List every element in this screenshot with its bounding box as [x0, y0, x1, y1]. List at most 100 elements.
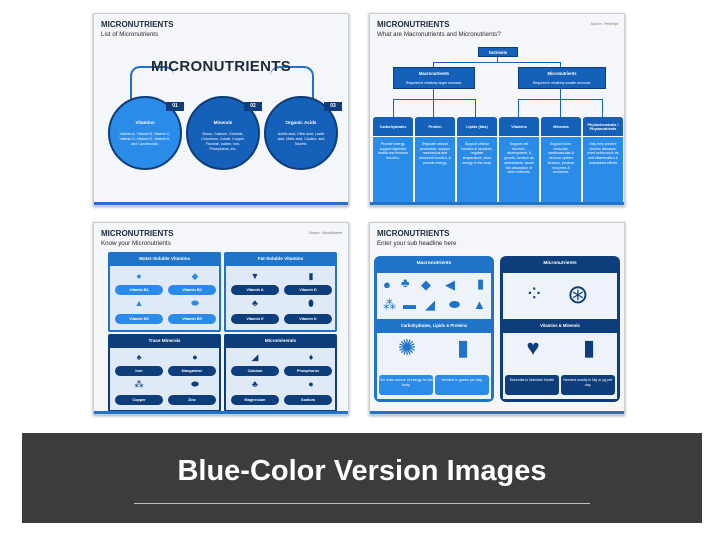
root-label: Nutrients	[488, 50, 508, 55]
panel-body: ◢ ♦ Calcium Phosphorus ♣ ● Magnesium Sod…	[226, 348, 335, 410]
vitamin-e-pill: Vitamin E	[231, 314, 279, 324]
vitamin-b5-pill: Vitamin B5	[168, 314, 216, 324]
connector	[560, 89, 561, 99]
meat-icon: ◆	[421, 277, 431, 292]
slide-subtitle: What are Macronutrients and Micronutrien…	[377, 31, 501, 38]
slide-thumbnail-2[interactable]: MICRONUTRIENTS What are Macronutrients a…	[369, 13, 625, 206]
macronutrients-box: Macronutrients Required in relatively la…	[393, 67, 475, 89]
column-minerals: Minerals Support bone, muscular, cardiov…	[541, 117, 581, 205]
connector	[518, 99, 519, 117]
bottle-icon: ▮	[477, 276, 485, 291]
card-title: Micronutrients	[543, 261, 577, 266]
column-title: Protein	[415, 117, 455, 137]
bottom-accent-bar	[94, 202, 348, 205]
panel-title: Trace Minerals	[148, 338, 181, 343]
micro-note: Required in relatively smaller amounts.	[532, 81, 592, 85]
column-title: Lipids (fats)	[457, 117, 497, 137]
card-title: Macronutrients	[416, 261, 452, 266]
circle-body: Boron, Calcium, Chloride, Chromium, Coba…	[201, 132, 245, 151]
vitamin-b3-pill: Vitamin B3	[115, 314, 163, 324]
copper-pill: Copper	[115, 395, 163, 405]
slide-thumbnail-3[interactable]: MICRONUTRIENTS Know your Micronutrients …	[93, 222, 349, 415]
column-carbohydrates: Carbohydrates Provide energy, support di…	[373, 117, 413, 205]
card-icon-area: ● ♣ ◆ ◀ ▮ ⁂ ▬ ◢ ⬬ ▲	[377, 273, 491, 319]
macro-title: Macronutrients	[418, 71, 450, 76]
circle-body: Vitamin A, Vitamin B, Vitamin C, Vitamin…	[119, 132, 171, 146]
circle-title: Minerals	[213, 120, 233, 125]
sodium-pill: Sodium	[284, 395, 332, 405]
macro-note: Required in relatively larger amounts.	[405, 81, 463, 85]
card-micronutrients: Micronutrients ⁘ ⊛ Vitamins & Minerals ♥…	[500, 256, 620, 402]
card-lower-area: ♥ ▮ Essential to Maintain Health Needed …	[503, 333, 617, 399]
vitamin-b2-pill: Vitamin B2	[168, 285, 216, 295]
fish-icon: ◀	[445, 277, 455, 292]
panel-trace-minerals: Trace Minerals ♠ ● Iron Manganese ⁂ ⬬ Co…	[108, 334, 221, 412]
leaf-icon: ♣	[252, 379, 258, 389]
phosphorus-pill: Phosphorus	[284, 366, 332, 376]
column-body: Support bone, muscular, cardiovascular &…	[547, 142, 575, 175]
slide-title: MICRONUTRIENTS	[377, 229, 450, 238]
circle-organic-acids: Organic Acids Acetic acid, Citric acid, …	[264, 96, 338, 170]
connector	[433, 62, 434, 67]
info-box: Needed in grams per day.	[435, 375, 489, 395]
slide-subtitle: Enter your sub headline here	[377, 240, 457, 247]
column-title: Carbohydrates	[373, 117, 413, 137]
connector	[560, 62, 561, 67]
micronutrients-box: Micronutrients Required in relatively sm…	[518, 67, 606, 89]
manganese-pill: Manganese	[168, 366, 216, 376]
footer-banner: Blue-Color Version Images	[22, 433, 702, 523]
connector	[497, 57, 498, 62]
energy-icon: ✺	[397, 335, 417, 360]
apple-icon: ●	[136, 271, 142, 281]
magnesium-pill: Magnesium	[231, 395, 279, 405]
egg-icon: ⬬	[191, 298, 199, 308]
card-lower-area: ✺ ▮ The main source of energy for the bo…	[377, 333, 491, 399]
cheese-icon: ◢	[425, 297, 435, 312]
connector	[393, 99, 475, 100]
broccoli-icon: ♣	[252, 298, 258, 308]
heart-icon: ♥	[526, 335, 540, 360]
chicken-icon: ♦	[308, 352, 314, 362]
source-note: Source : Myrafitdotnet	[308, 231, 342, 235]
grain-icon: ▲	[473, 297, 486, 312]
slide-title: MICRONUTRIENTS	[377, 20, 450, 29]
column-title: Phytochemicals / Phytonutrients	[583, 117, 623, 137]
column-protein: Protein Regulate cellular processes, sup…	[415, 117, 455, 205]
panel-microminerals: Microminerals ◢ ♦ Calcium Phosphorus ♣ ●…	[224, 334, 337, 412]
micro-title: Micronutrients	[547, 71, 577, 76]
number-tab: 01	[166, 102, 184, 111]
connector	[433, 99, 434, 117]
footer-divider	[134, 503, 590, 504]
footer-heading: Blue-Color Version Images	[177, 455, 547, 487]
vitamin-a-pill: Vitamin A	[231, 285, 279, 295]
panel-title: Fat-Soluble Vitamins	[257, 256, 304, 261]
bottle-icon: ▮	[582, 335, 596, 360]
egg-icon: ⬬	[449, 297, 461, 312]
circle-title: Vitamins	[135, 120, 155, 125]
card-band: Carbohydrates, Lipids & Proteins	[400, 323, 468, 328]
info-box: Needed mostly in Mg or µg per day.	[561, 375, 615, 395]
column-vitamins: Vitamins Support cell function, developm…	[499, 117, 539, 205]
iron-pill: Iron	[115, 366, 163, 376]
decor-arc-right	[270, 66, 314, 120]
slide-thumbnail-1[interactable]: MICRONUTRIENTS List of Micronutrients MI…	[93, 13, 349, 206]
vitamin-d-pill: Vitamin D	[284, 285, 332, 295]
column-lipids: Lipids (fats) Support cellular function …	[457, 117, 497, 205]
calcium-pill: Calcium	[231, 366, 279, 376]
vitamin-k-pill: Vitamin K	[284, 314, 332, 324]
connector	[433, 62, 560, 63]
card-icon-area: ⁘ ⊛	[503, 273, 617, 319]
circle-title: Organic Acids	[285, 120, 317, 125]
card-band: Vitamins & Minerals	[540, 323, 580, 328]
info-box: Essential to Maintain Health	[505, 375, 559, 395]
column-body: May help prevent chronic diseases, exert…	[587, 142, 619, 165]
panel-body: ▼ ▮ Vitamin A Vitamin D ♣ ⬮ Vitamin E Vi…	[226, 266, 335, 330]
panel-body: ♠ ● Iron Manganese ⁂ ⬬ Copper Zinc	[110, 348, 219, 410]
decor-arc-left	[130, 66, 174, 120]
column-body: Provide energy, support digestive health…	[378, 142, 408, 161]
column-title: Vitamins	[499, 117, 539, 137]
card-macronutrients: Macronutrients ● ♣ ◆ ◀ ▮ ⁂ ▬ ◢ ⬬ ▲ Carbo…	[374, 256, 494, 402]
column-body: Regulate cellular processes, support mec…	[419, 142, 451, 165]
source-note: Source : Pellecript	[590, 22, 618, 26]
column-body: Support cellular function & structure, r…	[461, 142, 493, 165]
